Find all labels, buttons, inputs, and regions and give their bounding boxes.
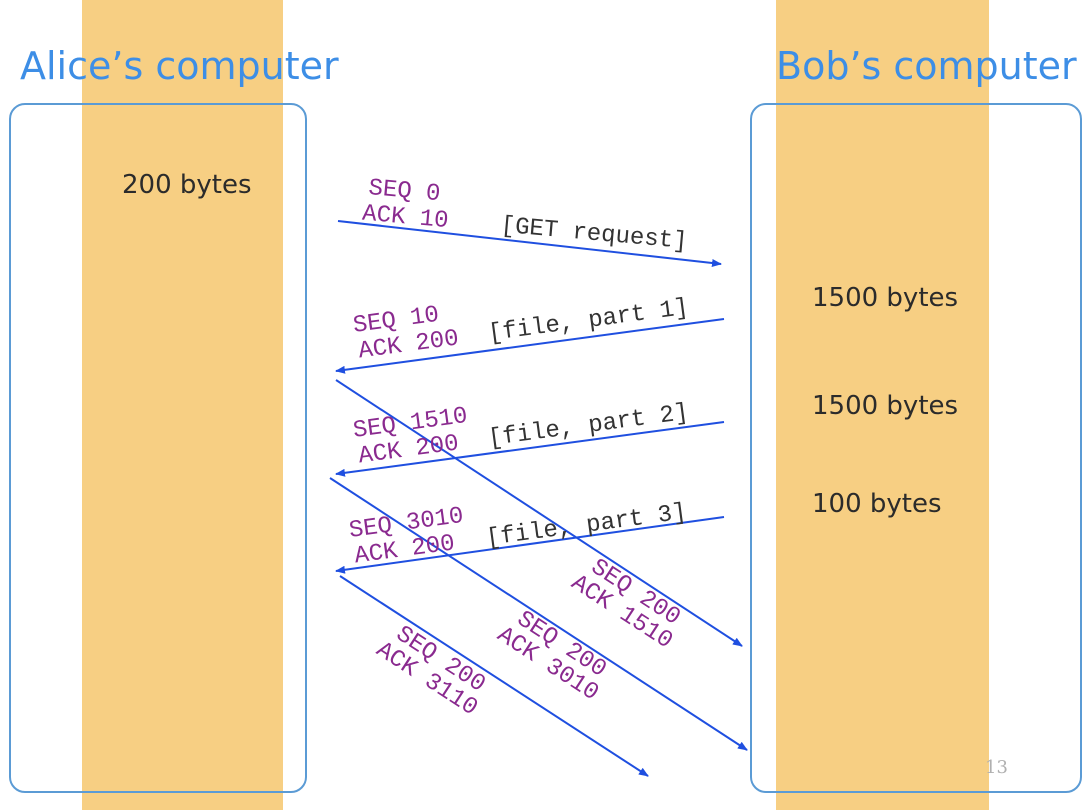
bob-computer-box (750, 103, 1082, 793)
msg2-payload: [file, part 2] (487, 400, 690, 453)
arrow-file-part-2 (335, 421, 725, 477)
arrow-ack-3110 (339, 575, 649, 777)
bob-buffer-size-3: 100 bytes (812, 489, 942, 519)
arrow-get-request (337, 220, 722, 267)
arrow-ack-3010 (329, 477, 748, 751)
arrow-file-part-3 (335, 516, 725, 574)
bob-computer-title: Bob’s computer (776, 44, 1077, 88)
alice-buffer-stripe (82, 0, 283, 810)
alice-buffer-size: 200 bytes (122, 170, 252, 200)
arrow-file-part-1 (335, 318, 725, 374)
arrow-ack-1510 (335, 379, 743, 647)
msg1-payload: [file, part 1] (487, 295, 690, 348)
bob-buffer-stripe (776, 0, 989, 810)
bob-buffer-size-1: 1500 bytes (812, 283, 959, 313)
msg0-seq: SEQ 0 (367, 175, 441, 208)
bob-buffer-size-2: 1500 bytes (812, 391, 959, 421)
alice-computer-box (9, 103, 307, 793)
page-number: 13 (985, 757, 1008, 778)
alice-computer-title: Alice’s computer (20, 44, 339, 88)
